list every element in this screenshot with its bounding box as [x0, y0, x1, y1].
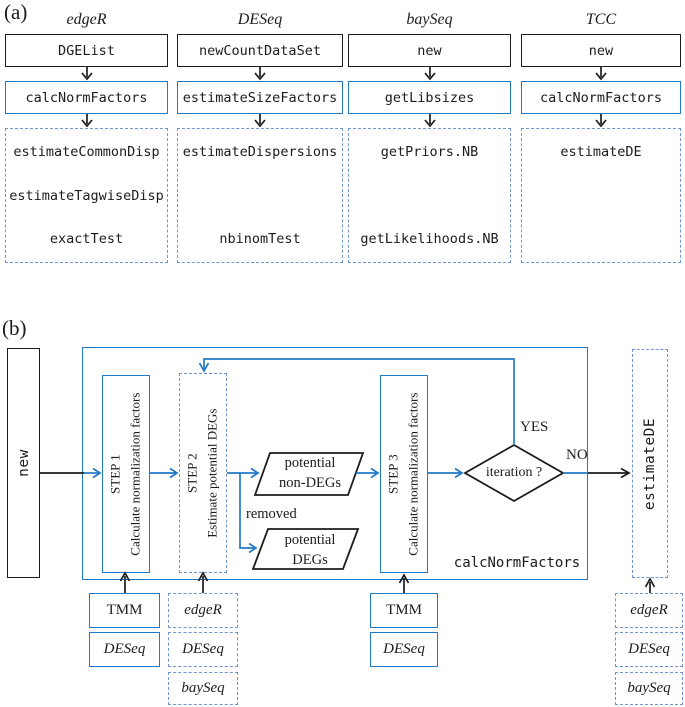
package-name: edgeR	[66, 11, 107, 28]
calcnormfactors-container-box	[82, 347, 588, 580]
panel-b-tcc-pipeline: (b) new STEP 1 Calculate normalization f…	[0, 316, 685, 707]
calcnormfactors-label: calcNormFactors	[453, 555, 581, 571]
normalization-function-box: calcNormFactors	[521, 81, 681, 114]
panel-b-label: (b)	[2, 316, 27, 340]
arrow-down-icon	[177, 114, 343, 128]
arrow-down-icon	[348, 114, 511, 128]
package-name: TCC	[585, 11, 617, 28]
step3-title: STEP 3	[385, 454, 401, 494]
new-input-label: new	[15, 449, 32, 477]
arrow-down-icon	[5, 114, 168, 128]
step1-method-deseq: DESeq	[89, 632, 160, 667]
package-name: DESeq	[237, 11, 283, 28]
potential-degs-label: potential DEGs	[284, 532, 336, 568]
step2-title: STEP 2	[184, 453, 200, 493]
step3-box: STEP 3 Calculate normalization factors	[380, 375, 428, 573]
panel-a-package-workflows: (a) edgeR DGEList calcNormFactors estima…	[0, 0, 685, 290]
new-input-box: new	[7, 348, 40, 578]
input-function-box: new	[521, 34, 681, 67]
de-step: estimateDE	[560, 144, 642, 160]
workflow-column-tcc: TCC new calcNormFactors estimateDE	[521, 10, 681, 263]
arrow-down-icon	[5, 67, 168, 81]
no-label: NO	[566, 447, 588, 463]
normalization-function-box: estimateSizeFactors	[177, 81, 343, 114]
panel-a-label: (a)	[4, 0, 28, 24]
yes-label: YES	[520, 419, 549, 435]
de-step: nbinomTest	[219, 231, 301, 247]
workflow-column-bayseq: baySeq new getLibsizes getPriors.NB getL…	[348, 10, 511, 263]
workflow-column-edger: edgeR DGEList calcNormFactors estimateCo…	[5, 10, 168, 263]
package-name: baySeq	[406, 11, 453, 28]
de-step: exactTest	[49, 231, 124, 247]
estimatede-output-box: estimateDE	[632, 349, 668, 578]
output-method-bayseq: baySeq	[615, 672, 683, 705]
step1-box: STEP 1 Calculate normalization factors	[102, 375, 150, 573]
de-functions-box: estimateDispersions nbinomTest	[177, 128, 343, 263]
step2-desc: Estimate potential DEGs	[205, 408, 221, 538]
arrow-right-icon	[620, 467, 631, 479]
arrow-down-icon	[521, 67, 681, 81]
de-step	[180, 186, 340, 206]
step3-method-deseq: DESeq	[370, 632, 438, 667]
input-function-box: DGEList	[5, 34, 168, 67]
potential-nondegs-label: potential non-DEGs	[278, 455, 342, 491]
de-functions-box: estimateCommonDisp estimateTagwiseDisp e…	[5, 128, 168, 263]
output-method-deseq: DESeq	[615, 632, 683, 667]
de-step: getLikelihoods.NB	[360, 231, 499, 247]
de-step: estimateCommonDisp	[13, 144, 160, 160]
input-function-box: newCountDataSet	[177, 34, 343, 67]
step2-box: STEP 2 Estimate potential DEGs	[179, 373, 227, 573]
step1-desc: Calculate normalization factors	[128, 392, 143, 556]
input-function-box: new	[348, 34, 511, 67]
step2-method-bayseq: baySeq	[168, 672, 238, 705]
de-step	[351, 186, 508, 206]
iteration-label: iteration ?	[485, 465, 543, 480]
arrow-up-icon	[644, 577, 656, 588]
removed-label: removed	[246, 506, 297, 522]
step1-method-tmm: TMM	[89, 593, 160, 628]
step2-method-deseq: DESeq	[168, 632, 238, 667]
de-functions-box: estimateDE	[521, 128, 681, 263]
step3-method-tmm: TMM	[370, 593, 438, 628]
de-step: estimateTagwiseDisp	[9, 187, 164, 204]
de-functions-box: getPriors.NB getLikelihoods.NB	[348, 128, 511, 263]
workflow-column-deseq: DESeq newCountDataSet estimateSizeFactor…	[177, 10, 343, 263]
arrow-down-icon	[521, 114, 681, 128]
de-step	[524, 229, 678, 249]
arrow-down-icon	[348, 67, 511, 81]
normalization-function-box: getLibsizes	[348, 81, 511, 114]
de-step	[524, 186, 678, 206]
estimatede-label: estimateDE	[642, 417, 658, 510]
de-step: estimateDispersions	[182, 144, 338, 160]
step3-desc: Calculate normalization factors	[406, 392, 421, 556]
step2-method-edger: edgeR	[168, 593, 238, 628]
normalization-function-box: calcNormFactors	[5, 81, 168, 114]
arrow-down-icon	[177, 67, 343, 81]
output-method-edger: edgeR	[615, 593, 683, 628]
step1-title: STEP 1	[107, 454, 123, 494]
de-step: getPriors.NB	[380, 144, 479, 160]
